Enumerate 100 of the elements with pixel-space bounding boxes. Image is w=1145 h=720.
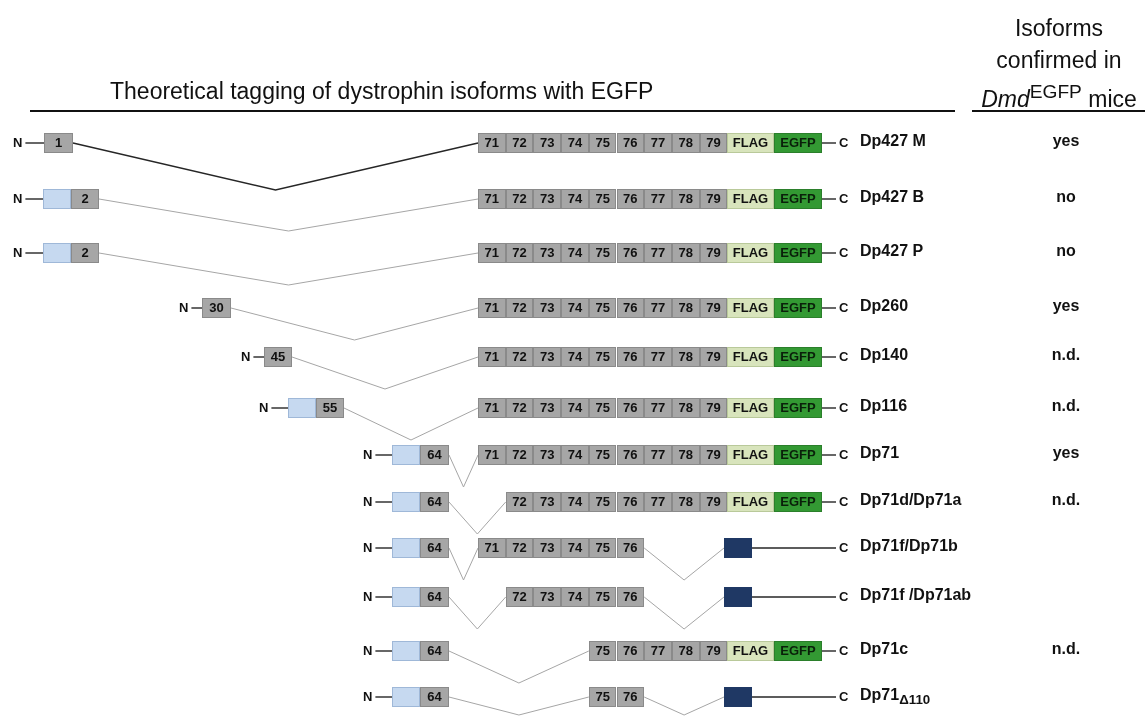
status-text: yes: [1051, 444, 1081, 462]
connector-line: [821, 252, 837, 254]
flag-tag-box: FLAG: [727, 133, 774, 153]
exon-box: 78: [671, 189, 700, 209]
splice-line: [448, 596, 507, 630]
status-text: no: [1055, 188, 1077, 206]
exon-box: 75: [588, 398, 617, 418]
exon-box: 73: [533, 298, 562, 318]
isoform-name: Dp71f/Dp71b: [860, 537, 958, 555]
connector-line: [751, 547, 837, 549]
exon-box: 77: [644, 492, 672, 512]
egfp-tag-box: EGFP: [774, 492, 822, 512]
exon-box: 78: [671, 243, 700, 263]
exon-box: 75: [588, 687, 617, 707]
exon-box: 78: [671, 641, 700, 661]
isoform-name: Dp427 M: [860, 132, 926, 150]
exon-box: [392, 538, 420, 558]
egfp-tag-box: EGFP: [774, 189, 822, 209]
exon-box: 75: [588, 243, 617, 263]
exon-box: 64: [420, 641, 449, 661]
terminus-label: C: [836, 243, 852, 263]
exon-box: 79: [699, 133, 728, 153]
exon-box: 72: [505, 538, 534, 558]
terminus-label: C: [836, 687, 852, 707]
exon-box: 71: [478, 347, 506, 367]
exon-box: 72: [505, 189, 534, 209]
status-text: yes: [1051, 132, 1081, 150]
isoform-name: Dp71f /Dp71ab: [860, 586, 972, 604]
exon-box: 76: [616, 133, 645, 153]
exon-box: 73: [533, 398, 562, 418]
isoform-name: Dp71: [860, 444, 900, 462]
exon-box: 64: [420, 538, 449, 558]
splice-line: [448, 501, 507, 535]
exon-box: 75: [588, 587, 617, 607]
egfp-tag-box: EGFP: [774, 347, 822, 367]
exon-box: [724, 687, 752, 707]
status-text: yes: [1051, 297, 1081, 315]
connector-line: [821, 501, 837, 503]
exon-box: 78: [671, 398, 700, 418]
terminus-label: N: [360, 538, 376, 558]
exon-box: 73: [533, 538, 562, 558]
terminus-label: C: [836, 347, 852, 367]
connector-line: [751, 596, 837, 598]
isoform-name: Dp71c: [860, 640, 909, 658]
flag-tag-box: FLAG: [727, 492, 774, 512]
connector-line: [821, 407, 837, 409]
column-heading: Isoforms confirmed in Dmd$^{EGFP}$ mice: [980, 14, 1138, 114]
exon-box: 78: [671, 445, 700, 465]
terminus-label: C: [836, 298, 852, 318]
exon-box: [392, 641, 420, 661]
exon-box: 76: [616, 445, 645, 465]
terminus-label: N: [256, 398, 272, 418]
exon-box: 77: [644, 133, 672, 153]
exon-box: 72: [505, 298, 534, 318]
splice-line: [230, 307, 479, 341]
terminus-label: C: [836, 189, 852, 209]
isoform-name: Dp427 P: [860, 242, 924, 260]
exon-box: [392, 687, 420, 707]
exon-box: 2: [71, 243, 99, 263]
exon-box: 73: [533, 445, 562, 465]
terminus-label: N: [360, 445, 376, 465]
connector-line: [751, 696, 837, 698]
exon-box: 76: [616, 641, 645, 661]
connector-line: [374, 501, 393, 503]
connector-line: [24, 142, 45, 144]
flag-tag-box: FLAG: [727, 641, 774, 661]
connector-line: [24, 198, 44, 200]
exon-box: 74: [561, 347, 589, 367]
exon-box: [724, 587, 752, 607]
exon-box: 76: [616, 189, 645, 209]
exon-box: 72: [505, 587, 534, 607]
exon-box: 72: [505, 347, 534, 367]
egfp-tag-box: EGFP: [774, 243, 822, 263]
exon-box: 71: [478, 445, 506, 465]
exon-box: 74: [561, 445, 589, 465]
connector-line: [374, 596, 393, 598]
exon-box: 73: [533, 133, 562, 153]
splice-line: [343, 407, 479, 441]
exon-box: 71: [478, 243, 506, 263]
terminus-label: C: [836, 133, 852, 153]
exon-box: 72: [505, 398, 534, 418]
exon-box: 71: [478, 538, 506, 558]
exon-box: 78: [671, 298, 700, 318]
exon-box: 76: [616, 243, 645, 263]
exon-box: [392, 587, 420, 607]
exon-box: 71: [478, 298, 506, 318]
connector-line: [374, 696, 393, 698]
exon-box: 72: [505, 492, 534, 512]
isoform-name: Dp71$_{Δ110}$: [860, 686, 931, 708]
exon-box: 73: [533, 587, 562, 607]
exon-box: 73: [533, 189, 562, 209]
splice-line: [643, 696, 725, 716]
status-text: n.d.: [1050, 640, 1082, 658]
exon-box: 71: [478, 133, 506, 153]
exon-box: [392, 492, 420, 512]
terminus-label: C: [836, 445, 852, 465]
exon-box: 75: [588, 133, 617, 153]
exon-box: 79: [699, 445, 728, 465]
exon-box: 76: [616, 492, 645, 512]
exon-box: 72: [505, 445, 534, 465]
